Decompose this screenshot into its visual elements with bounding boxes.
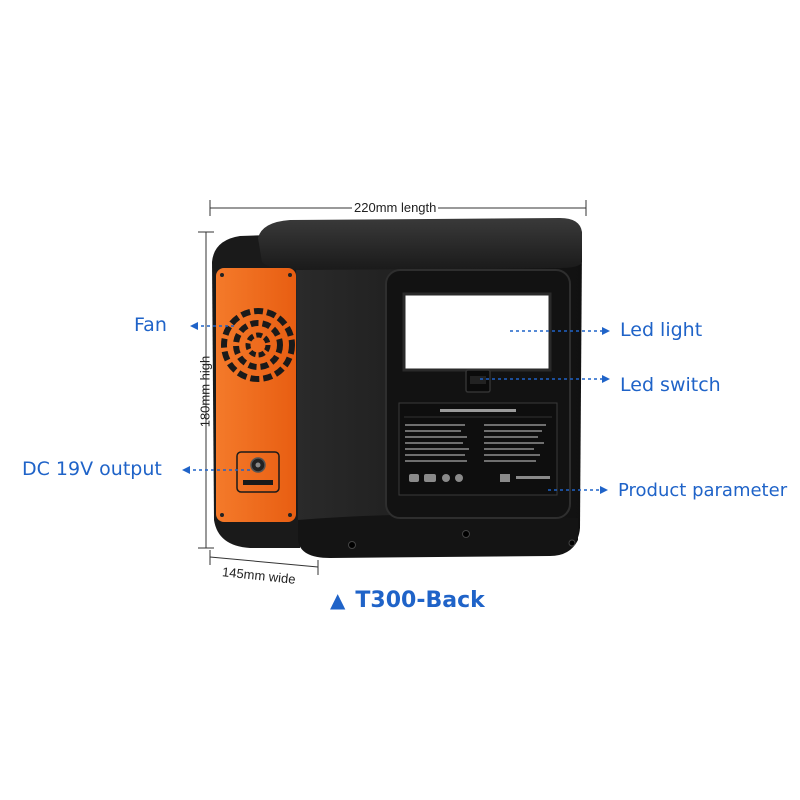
led-switch-button xyxy=(465,369,491,393)
fan-grille-icon xyxy=(221,308,295,382)
product-parameter-label xyxy=(398,402,558,496)
led-switch-callout-label: Led switch xyxy=(620,374,721,396)
fan-arrow-icon xyxy=(190,322,234,330)
product-parameter-arrow-icon xyxy=(548,486,608,494)
dc-output-port-icon xyxy=(236,451,280,493)
led-light-callout-label: Led light xyxy=(620,319,703,341)
triangle-icon: ▲ xyxy=(330,588,346,612)
led-light-window xyxy=(402,292,552,372)
fan-callout-label: Fan xyxy=(134,314,167,336)
led-light-arrow-icon xyxy=(510,327,610,335)
dc-output-arrow-icon xyxy=(182,466,250,474)
product-parameter-callout-label: Product parameter xyxy=(618,480,788,501)
width-dimension-line xyxy=(209,550,319,575)
length-dimension-label: 220mm length xyxy=(352,200,439,215)
model-caption: ▲ T300-Back xyxy=(330,588,485,613)
led-switch-arrow-icon xyxy=(480,375,610,383)
model-caption-text: T300-Back xyxy=(355,588,485,613)
height-dimension-label: 180mm high xyxy=(197,355,213,428)
dc-output-callout-label: DC 19V output xyxy=(22,458,162,480)
height-dimension-line xyxy=(198,231,214,549)
